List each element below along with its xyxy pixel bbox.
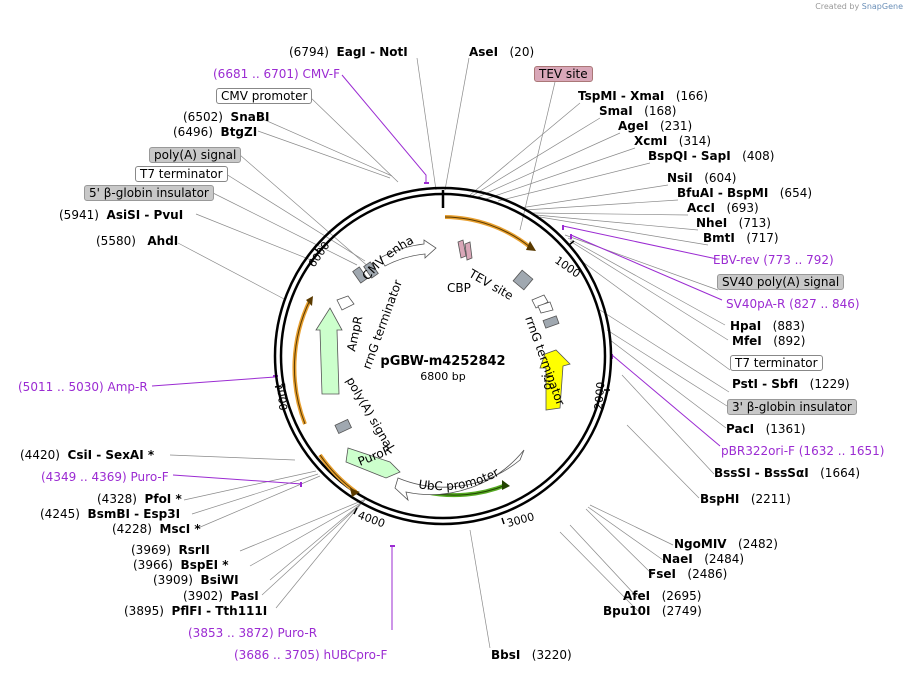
feature-tag-poly-a-signal[interactable]: poly(A) signal bbox=[149, 147, 242, 163]
rrng-terminator-right bbox=[531, 294, 549, 309]
site-rsrii[interactable]: (3969) RsrII bbox=[131, 543, 210, 557]
tick-3000: 3000 bbox=[505, 510, 535, 530]
site-bsphi[interactable]: BspHI (2211) bbox=[700, 492, 791, 506]
feature-label-poly-a-signal: poly(A) signal bbox=[343, 375, 396, 453]
ubc-promoter-arrow bbox=[394, 449, 525, 502]
site-bbsi[interactable]: BbsI (3220) bbox=[491, 648, 572, 662]
site-hpai[interactable]: HpaI (883) bbox=[730, 319, 805, 333]
feature-tag-sv40-poly-a-signal[interactable]: SV40 poly(A) signal bbox=[717, 274, 845, 290]
cbp-marker bbox=[457, 239, 467, 259]
feature-label-tev-site: TEV site bbox=[466, 266, 516, 303]
plasmid-name: pGBW-m4252842 bbox=[380, 354, 505, 369]
site-xcmi[interactable]: XcmI (314) bbox=[634, 134, 712, 148]
feature-tag-cmv-promoter[interactable]: CMV promoter bbox=[216, 88, 313, 104]
label-leader-lines bbox=[169, 57, 731, 649]
site-nhei[interactable]: NheI (713) bbox=[696, 216, 771, 230]
site-bsssi-bsssai[interactable]: BssSI - BssSαI (1664) bbox=[714, 466, 861, 480]
site-bspei[interactable]: (3966) BspEI * bbox=[133, 558, 229, 572]
site-acci[interactable]: AccI (693) bbox=[687, 201, 759, 215]
site-ahdi[interactable]: (5580) AhdI bbox=[96, 234, 179, 248]
site-smai[interactable]: SmaI (168) bbox=[599, 104, 677, 118]
feature-label-cbp: CBP bbox=[447, 281, 471, 295]
site-fsei[interactable]: FseI (2486) bbox=[648, 567, 728, 581]
primer-pbr322ori-f[interactable]: pBR322ori-F (1632 .. 1651) bbox=[721, 444, 885, 458]
snapgene-credit: Created by SnapGene bbox=[815, 2, 903, 11]
primer-puro-f[interactable]: (4349 .. 4369) Puro-F bbox=[41, 470, 169, 484]
site-snabi[interactable]: (6502) SnaBI bbox=[183, 110, 270, 124]
tick-2000: 2000 bbox=[592, 381, 607, 410]
site-bfuai-bspmi[interactable]: BfuAI - BspMI (654) bbox=[677, 186, 813, 200]
rrng-terminator-left bbox=[336, 295, 355, 311]
primer-amp-r[interactable]: (5011 .. 5030) Amp-R bbox=[18, 380, 148, 394]
site-afei[interactable]: AfeI (2695) bbox=[623, 589, 702, 603]
backbone-outer bbox=[273, 186, 613, 526]
puror-arrow bbox=[345, 447, 401, 479]
site-bsmbi-esp3i[interactable]: (4245) BsmBI - Esp3I bbox=[40, 507, 181, 521]
feature-tag-5-globin-insulator[interactable]: 5' β-globin insulator bbox=[84, 185, 214, 201]
site-tspmi-xmai[interactable]: TspMI - XmaI (166) bbox=[578, 89, 709, 103]
site-psti-sbfi[interactable]: PstI - SbfI (1229) bbox=[732, 377, 850, 391]
feature-tag-t7-terminator-left[interactable]: T7 terminator bbox=[135, 166, 228, 182]
primer-puro-r[interactable]: (3853 .. 3872) Puro-R bbox=[188, 626, 318, 640]
site-paci[interactable]: PacI (1361) bbox=[726, 422, 806, 436]
site-agei[interactable]: AgeI (231) bbox=[618, 119, 693, 133]
feature-tag-tev-site[interactable]: TEV site bbox=[534, 66, 593, 82]
primer-cmv-f[interactable]: (6681 .. 6701) CMV-F bbox=[213, 67, 340, 81]
plasmid-size: 6800 bp bbox=[420, 370, 465, 383]
site-pfoi[interactable]: (4328) PfoI * bbox=[97, 492, 182, 506]
feature-tag-t7-terminator-right[interactable]: T7 terminator bbox=[730, 355, 823, 371]
primer-binding-lines bbox=[151, 74, 723, 630]
credit-prefix: Created by bbox=[815, 2, 860, 11]
site-mfei[interactable]: MfeI (892) bbox=[732, 334, 806, 348]
primer-sv40pa-r[interactable]: SV40pA-R (827 .. 846) bbox=[726, 297, 860, 311]
site-bsiwi[interactable]: (3909) BsiWI bbox=[153, 573, 239, 587]
region-arc-heads bbox=[306, 241, 536, 497]
feature-label-ampr: AmpR bbox=[344, 315, 365, 353]
site-naei[interactable]: NaeI (2484) bbox=[662, 552, 745, 566]
site-asisi-pvui[interactable]: (5941) AsiSI - PvuI bbox=[59, 208, 184, 222]
feature-label-cmv-enhancer: CMV enhancer bbox=[0, 0, 416, 283]
ampr-arrow bbox=[315, 307, 343, 395]
site-csii-sexai[interactable]: (4420) CsiI - SexAI * bbox=[20, 448, 155, 462]
site-msci[interactable]: (4228) MscI * bbox=[112, 522, 201, 536]
ori-arrow bbox=[539, 349, 571, 411]
feature-tag-3-globin-insulator[interactable]: 3' β-globin insulator bbox=[727, 399, 857, 415]
site-bpu10i[interactable]: Bpu10I (2749) bbox=[603, 604, 702, 618]
feature-label-ori: ori bbox=[540, 374, 554, 390]
site-asei[interactable]: AseI (20) bbox=[469, 45, 535, 59]
primer-hubcpro-f[interactable]: (3686 .. 3705) hUBCpro-F bbox=[234, 648, 388, 662]
cmv-enhancer-arrow bbox=[379, 239, 437, 267]
site-pasi[interactable]: (3902) PasI bbox=[183, 589, 259, 603]
site-nsii[interactable]: NsiI (604) bbox=[667, 171, 737, 185]
site-pflfi-tth111i[interactable]: (3895) PflFI - Tth111I bbox=[124, 604, 268, 618]
feature-arrows bbox=[315, 239, 571, 502]
tick-marks bbox=[274, 240, 610, 525]
site-bspqi-sapi[interactable]: BspQI - SapI (408) bbox=[648, 149, 775, 163]
site-eagi-noti[interactable]: (6794) EagI - NotI bbox=[289, 45, 408, 59]
site-btgzi[interactable]: (6496) BtgZI bbox=[173, 125, 258, 139]
tick-5000: 5000 bbox=[274, 382, 289, 411]
site-ngomiv[interactable]: NgoMIV (2482) bbox=[674, 537, 778, 551]
site-bmti[interactable]: BmtI (717) bbox=[703, 231, 779, 245]
primer-ebv-rev[interactable]: EBV-rev (773 .. 792) bbox=[713, 253, 834, 267]
credit-brand: SnapGene bbox=[861, 2, 903, 11]
